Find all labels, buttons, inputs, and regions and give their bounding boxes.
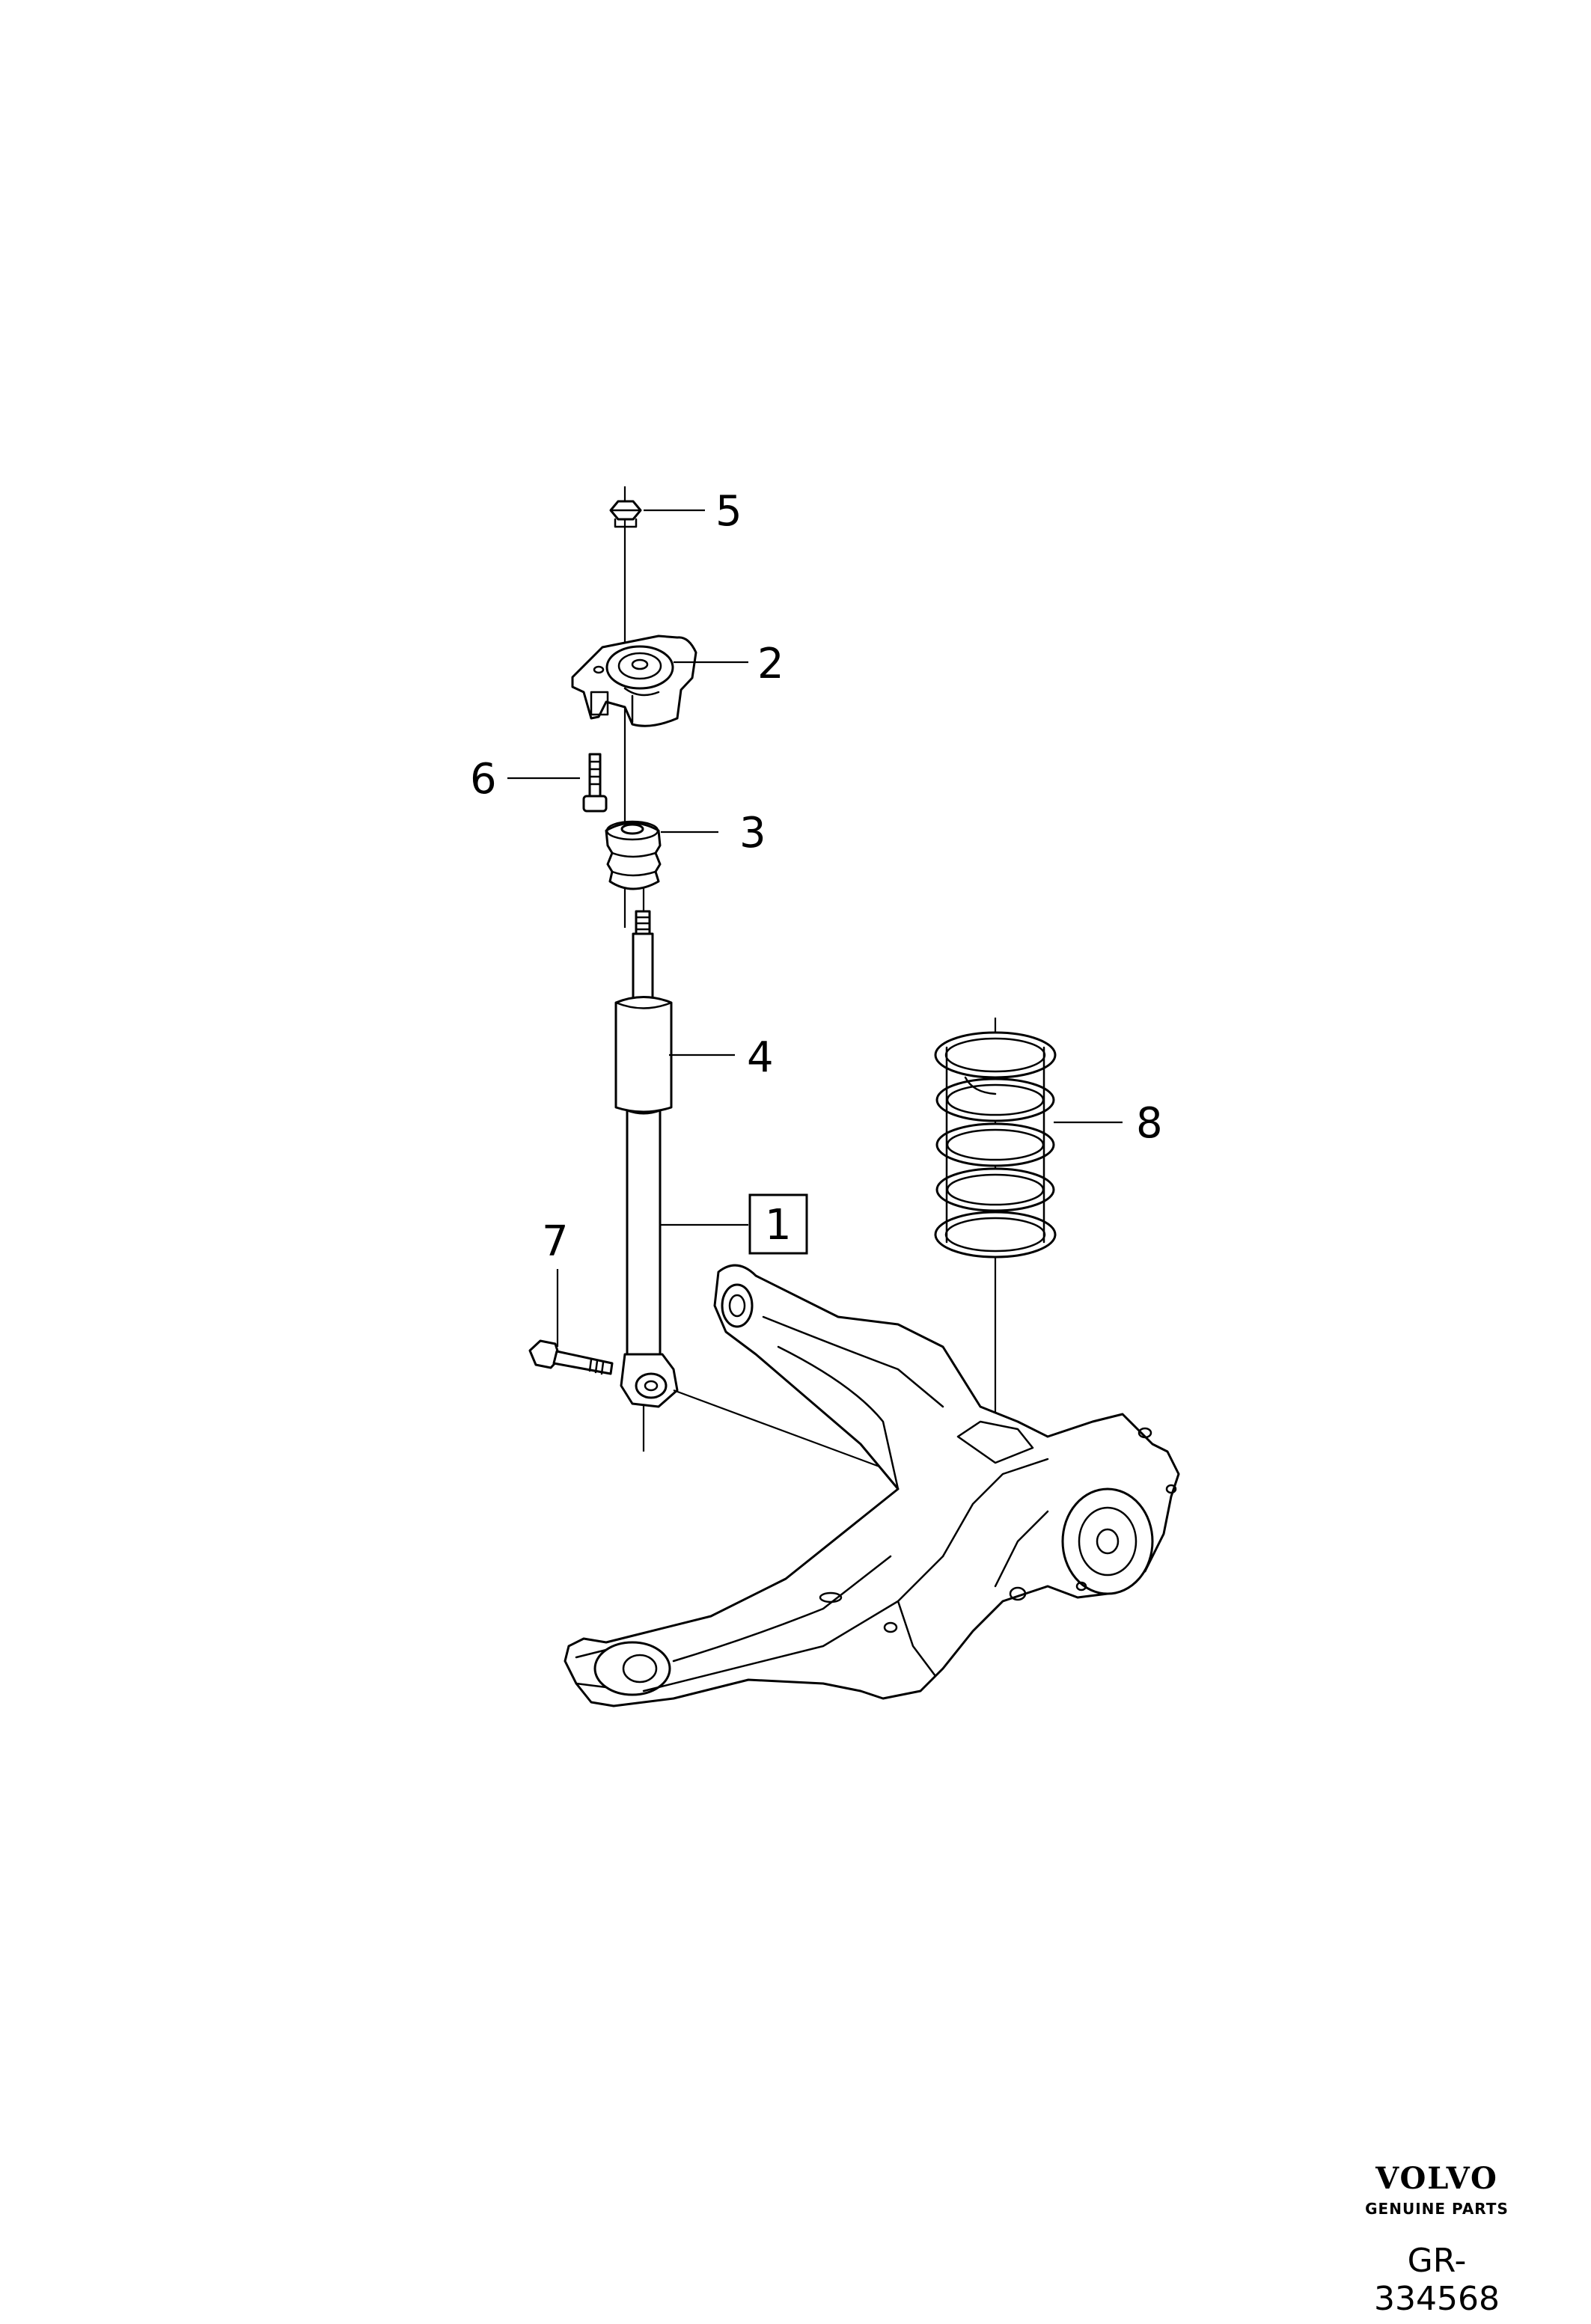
callout-3: 3 (739, 809, 766, 857)
callout-2: 2 (757, 640, 784, 688)
callout-1: 1 (765, 1201, 792, 1250)
bump-stop-part-3 (605, 820, 662, 890)
shock-to-axle-line (673, 1389, 880, 1468)
callout-6: 6 (470, 755, 497, 804)
callout-7: 7 (542, 1217, 569, 1266)
callout-box-1 (748, 1193, 808, 1255)
diagram-id: GR-334568 (1374, 2242, 1500, 2318)
genuine-parts-tagline: GENUINE PARTS (1365, 2200, 1509, 2218)
callout-8: 8 (1136, 1099, 1163, 1148)
bolt-part-7 (528, 1339, 614, 1375)
shock-absorber-part-4 (614, 910, 679, 1408)
strut-mount-part-2 (571, 634, 697, 727)
nut-part-5 (609, 500, 642, 528)
rear-axle-subframe (564, 1264, 1180, 1707)
coil-spring-part-8 (934, 1031, 1057, 1259)
callout-4: 4 (747, 1033, 774, 1082)
volvo-logo: VOLVO (1375, 2161, 1498, 2196)
callout-5: 5 (715, 487, 742, 536)
bolt-part-6 (582, 753, 608, 813)
leader-lines (507, 509, 1123, 1347)
